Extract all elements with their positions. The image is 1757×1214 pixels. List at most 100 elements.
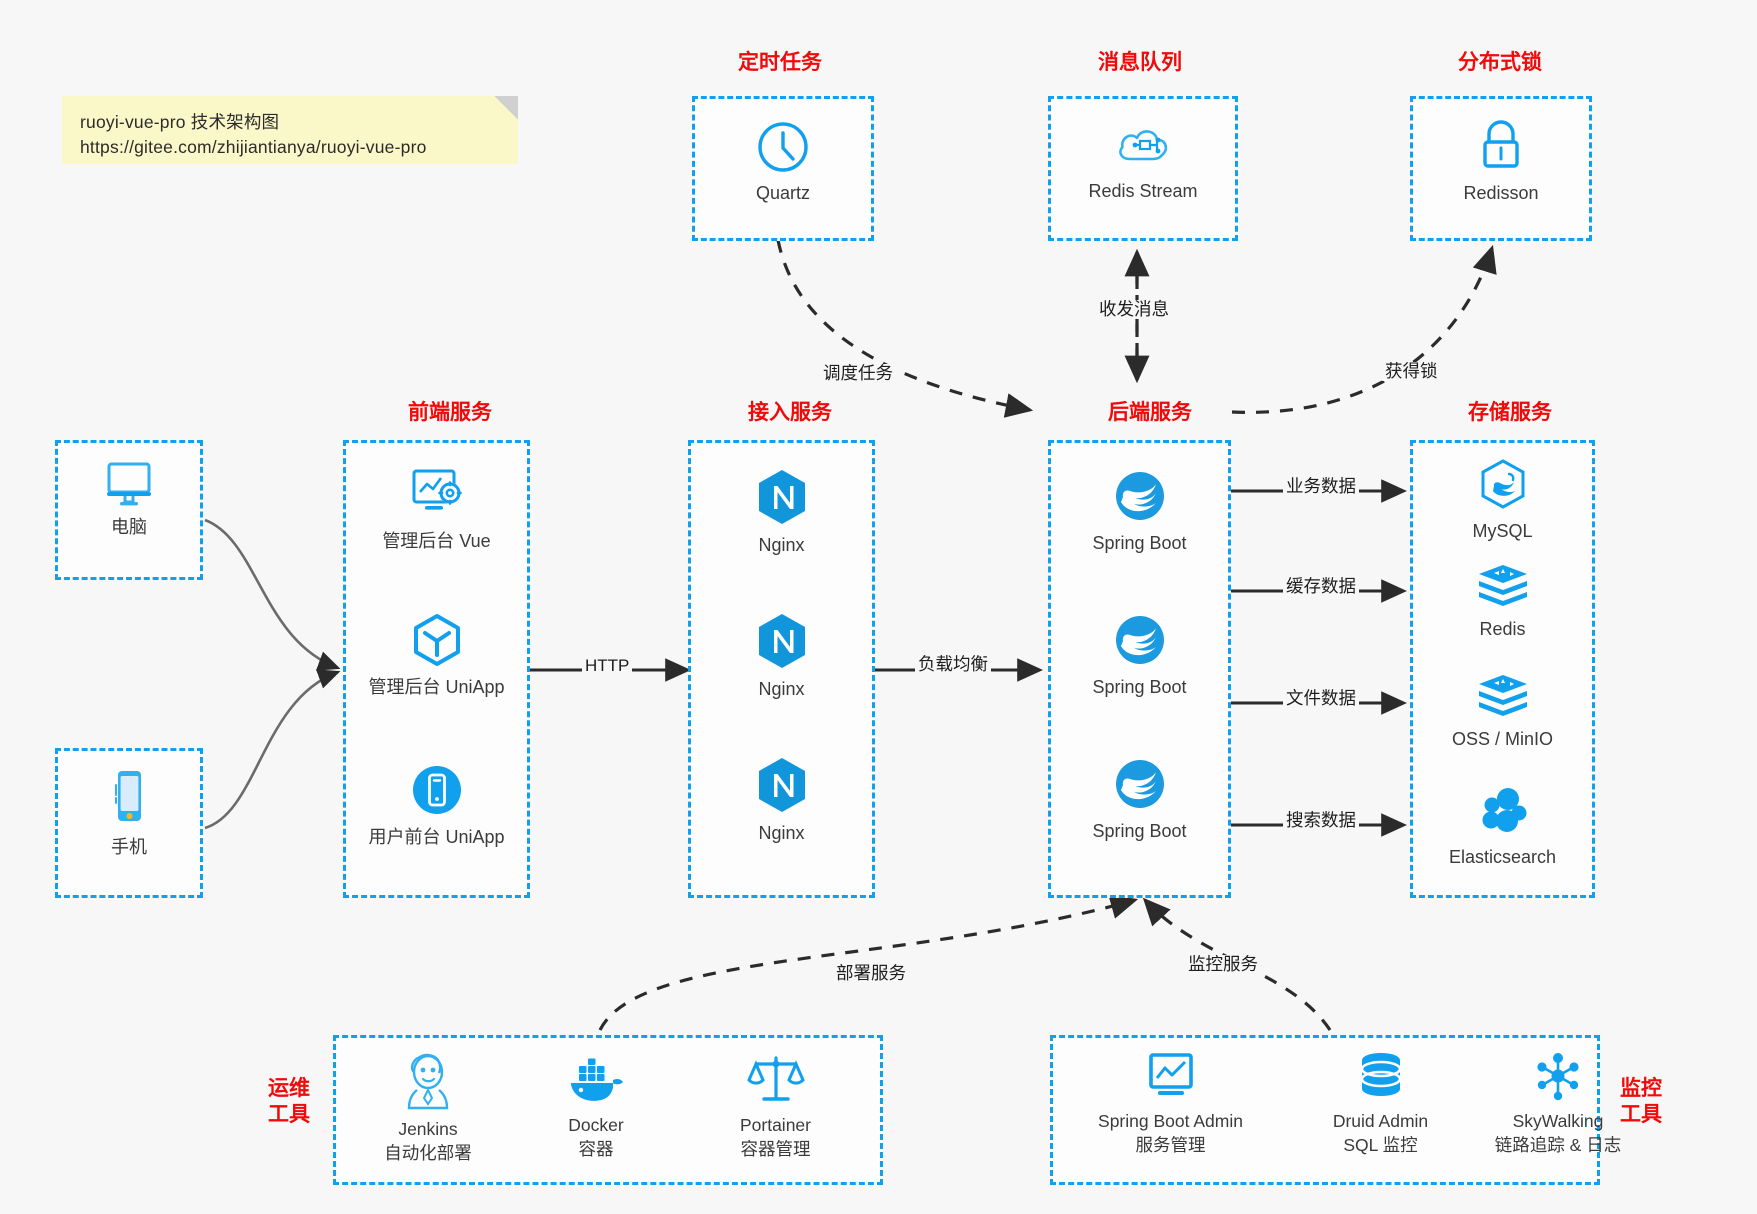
scales-icon — [746, 1056, 805, 1101]
node-sublabel: 自动化部署 — [384, 1142, 472, 1163]
node-label: Redis — [1479, 619, 1526, 639]
node-label: Quartz — [755, 183, 811, 203]
node-label: Spring Boot Admin — [1098, 1111, 1243, 1131]
node-skywalking[interactable]: SkyWalking 链路追踪 & 日志 — [1453, 1050, 1663, 1157]
nginx-icon — [758, 470, 805, 524]
redis-stack-icon — [1478, 675, 1527, 716]
node-label: Jenkins — [398, 1119, 458, 1139]
group-box-gateway: Nginx Nginx Nginx — [688, 440, 875, 898]
edge-label-deploy-service: 部署服务 — [833, 963, 909, 984]
group-box-scheduler: Quartz — [692, 96, 874, 241]
node-portainer[interactable]: Portainer 容器管理 — [688, 1052, 863, 1161]
node-redisson[interactable]: Redisson — [1413, 117, 1589, 205]
node-label: Nginx — [758, 535, 805, 555]
mobile-icon — [115, 771, 141, 821]
node-sublabel: 链路追踪 & 日志 — [1494, 1134, 1622, 1155]
group-title-backend: 后端服务 — [1108, 401, 1192, 424]
monitor-chart-icon — [1148, 1053, 1193, 1095]
edge-label-load-balance: 负载均衡 — [915, 654, 991, 675]
cloud-stream-icon — [1119, 130, 1168, 161]
edge-label-acquire-lock: 获得锁 — [1382, 361, 1441, 382]
node-mobile[interactable]: 手机 — [58, 767, 200, 859]
edge-label-schedule-task: 调度任务 — [820, 363, 896, 384]
docker-whale-icon — [571, 1058, 623, 1101]
group-title-monitoring: 监控 工具 — [1610, 1076, 1672, 1127]
node-label: 管理后台 UniApp — [368, 677, 505, 697]
group-title-scheduler: 定时任务 — [738, 51, 822, 74]
group-box-distributed-lock: Redisson — [1410, 96, 1592, 241]
edge-label-http: HTTP — [582, 656, 633, 676]
nginx-icon — [758, 758, 805, 812]
node-redis-stream[interactable]: Redis Stream — [1051, 119, 1235, 203]
nginx-icon — [758, 614, 805, 668]
node-spring-boot-1[interactable]: Spring Boot — [1051, 467, 1228, 555]
group-box-message-queue: Redis Stream — [1048, 96, 1238, 241]
node-jenkins[interactable]: Jenkins 自动化部署 — [348, 1050, 508, 1165]
group-title-gateway: 接入服务 — [748, 401, 832, 424]
edge-label-monitor-service: 监控服务 — [1185, 954, 1261, 975]
skywalking-nodes-icon — [1537, 1053, 1579, 1101]
node-nginx-3[interactable]: Nginx — [691, 755, 872, 845]
phone-circle-icon — [412, 766, 461, 814]
node-label: OSS / MinIO — [1451, 729, 1554, 749]
node-sublabel: SQL 监控 — [1343, 1134, 1418, 1155]
group-box-backend: Spring Boot Spring Boot Spring Boot — [1048, 440, 1231, 898]
node-sublabel: 容器管理 — [740, 1138, 811, 1159]
edge-label-file-data: 文件数据 — [1283, 688, 1359, 709]
node-elasticsearch[interactable]: Elasticsearch — [1413, 783, 1592, 869]
group-title-frontend: 前端服务 — [408, 401, 492, 424]
node-label: Docker — [568, 1115, 624, 1135]
node-oss-minio[interactable]: OSS / MinIO — [1413, 671, 1592, 751]
edge-label-send-receive-message: 收发消息 — [1096, 299, 1172, 320]
node-label: 用户前台 UniApp — [368, 827, 505, 847]
node-label: 电脑 — [111, 517, 147, 537]
group-title-devops: 运维 工具 — [258, 1076, 320, 1127]
lock-icon — [1483, 120, 1519, 168]
mysql-dolphin-icon — [1481, 459, 1524, 509]
node-sublabel: 容器 — [578, 1138, 614, 1159]
edge-label-cache-data: 缓存数据 — [1283, 576, 1359, 597]
group-box-devops: Jenkins 自动化部署 Docker 容器 — [333, 1035, 883, 1185]
group-title-devops-line2: 工具 — [268, 1102, 310, 1126]
node-user-uniapp[interactable]: 用户前台 UniApp — [346, 761, 527, 849]
node-label: SkyWalking — [1512, 1111, 1604, 1131]
redis-stack-icon — [1478, 565, 1527, 606]
node-spring-boot-3[interactable]: Spring Boot — [1051, 755, 1228, 843]
node-label: Spring Boot — [1092, 677, 1187, 697]
node-spring-boot-admin[interactable]: Spring Boot Admin 服务管理 — [1063, 1050, 1278, 1157]
group-box-storage: MySQL Redis OSS / MinIO — [1410, 440, 1595, 898]
node-nginx-1[interactable]: Nginx — [691, 467, 872, 557]
node-spring-boot-2[interactable]: Spring Boot — [1051, 611, 1228, 699]
node-docker[interactable]: Docker 容器 — [516, 1056, 676, 1161]
group-box-frontend: 管理后台 Vue 管理后台 UniApp 用户前台 UniApp — [343, 440, 530, 898]
node-admin-vue[interactable]: 管理后台 Vue — [346, 465, 527, 553]
spring-leaf-icon — [1115, 760, 1164, 808]
node-sublabel: 服务管理 — [1135, 1134, 1206, 1155]
node-label: Spring Boot — [1092, 821, 1187, 841]
group-title-message-queue: 消息队列 — [1098, 51, 1182, 74]
node-nginx-2[interactable]: Nginx — [691, 611, 872, 701]
node-mysql[interactable]: MySQL — [1413, 457, 1592, 543]
node-desktop[interactable]: 电脑 — [58, 457, 200, 539]
note-fold-corner — [494, 96, 518, 120]
node-redis[interactable]: Redis — [1413, 561, 1592, 641]
node-label: Druid Admin — [1332, 1111, 1429, 1131]
group-title-devops-line1: 运维 — [268, 1077, 310, 1100]
dashboard-gear-icon — [412, 469, 462, 510]
group-box-monitoring: Spring Boot Admin 服务管理 Druid Admin SQL 监… — [1050, 1035, 1621, 1185]
node-label: Elasticsearch — [1448, 847, 1557, 867]
elasticsearch-icon — [1482, 788, 1526, 832]
node-label: Nginx — [758, 823, 805, 843]
node-quartz[interactable]: Quartz — [695, 119, 871, 205]
group-title-monitoring-line2: 工具 — [1620, 1102, 1662, 1126]
diagram-note: ruoyi-vue-pro 技术架构图 https://gitee.com/zh… — [62, 96, 518, 164]
node-druid-admin[interactable]: Druid Admin SQL 监控 — [1293, 1050, 1468, 1157]
node-admin-uniapp[interactable]: 管理后台 UniApp — [346, 611, 527, 699]
database-icon — [1360, 1053, 1401, 1096]
node-label: Nginx — [758, 679, 805, 699]
group-title-monitoring-line1: 监控 — [1620, 1077, 1662, 1100]
spring-leaf-icon — [1115, 472, 1164, 520]
clock-icon — [758, 122, 808, 172]
edge-label-search-data: 搜索数据 — [1283, 810, 1359, 831]
